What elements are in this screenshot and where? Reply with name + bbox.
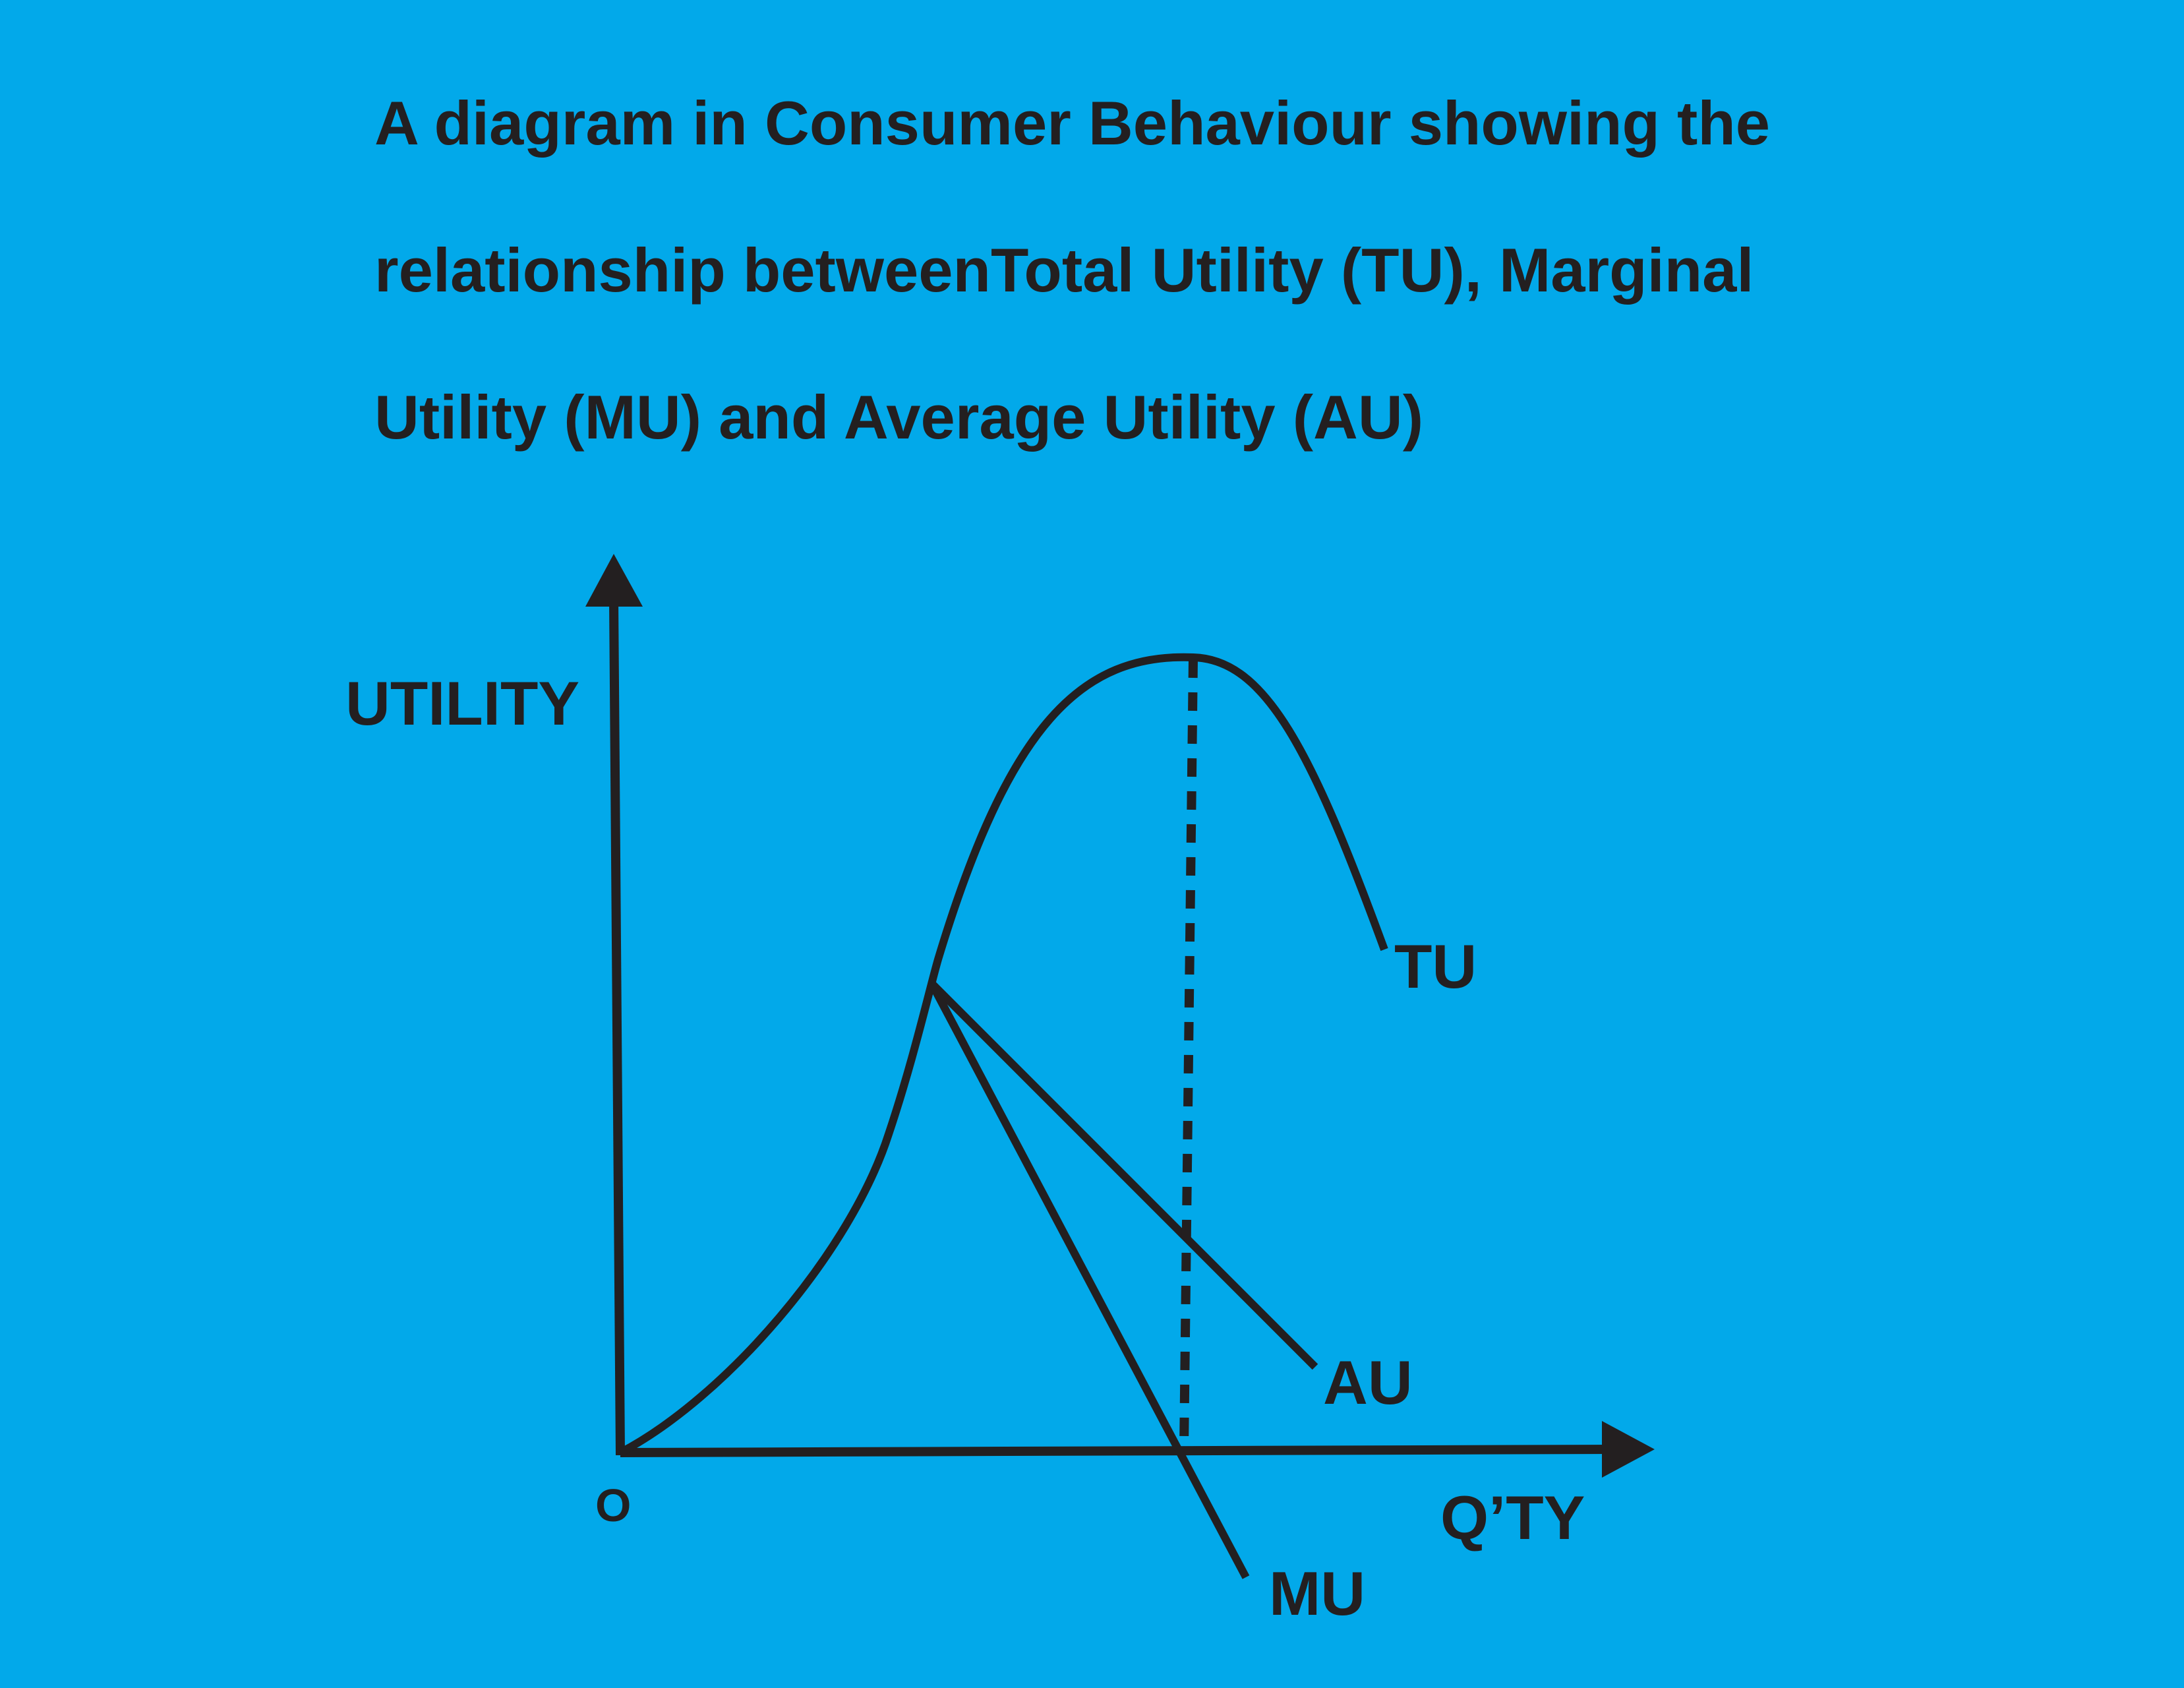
y-axis-line xyxy=(609,599,625,1456)
x-axis-line xyxy=(620,1445,1612,1457)
title-line-1: A diagram in Consumer Behaviour showing … xyxy=(374,88,1771,158)
x-axis-arrowhead xyxy=(1602,1421,1655,1478)
tu-curve xyxy=(618,653,1388,1457)
title-line-3: Utility (MU) and Average Utility (AU) xyxy=(374,382,1424,452)
au-label: AU xyxy=(1323,1348,1413,1417)
mu-label: MU xyxy=(1269,1559,1365,1628)
tu-label: TU xyxy=(1394,932,1477,1001)
title-line-2: relationship betweenTotal Utility (TU), … xyxy=(374,235,1754,305)
au-line xyxy=(928,980,1318,1370)
mu-line xyxy=(928,981,1250,1579)
y-axis-arrowhead xyxy=(585,554,643,607)
diagram-title: A diagram in Consumer Behaviour showing … xyxy=(374,92,2022,533)
x-axis-label: Q’TY xyxy=(1440,1483,1585,1552)
y-axis-label: UTILITY xyxy=(345,669,579,738)
max-tu-dashed-line xyxy=(1179,659,1198,1450)
origin-label: O xyxy=(595,1480,631,1531)
